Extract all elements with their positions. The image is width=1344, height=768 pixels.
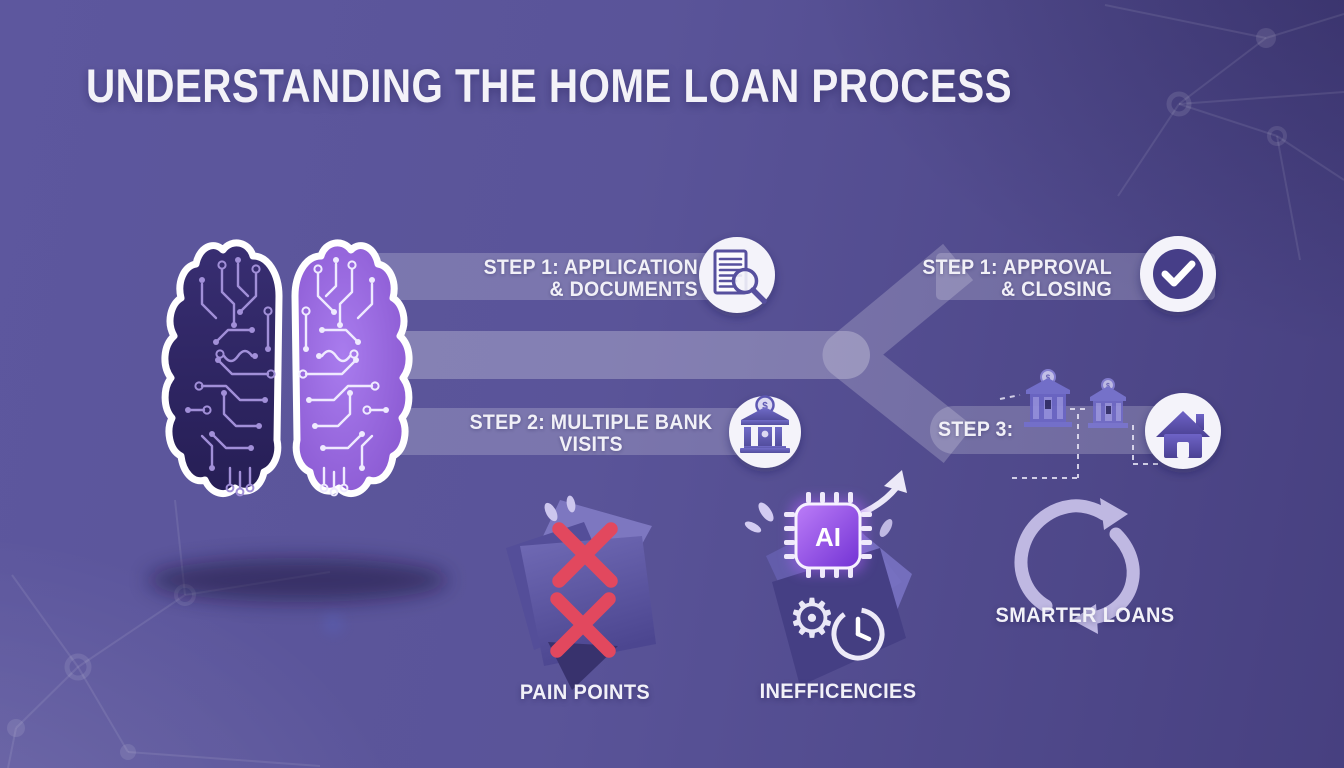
constellation-bottom-left — [7, 499, 331, 768]
smarter-loans-label: SMARTER LOANS — [995, 604, 1175, 627]
coin-symbol: $ — [762, 401, 768, 412]
cycle-arrows-icon — [1014, 498, 1140, 634]
constellation-top-right — [1104, 4, 1344, 261]
clock-icon — [831, 607, 885, 661]
step1-left-label: STEP 1: APPLICATION & DOCUMENTS — [419, 257, 698, 301]
step1-left-line2: & DOCUMENTS — [549, 278, 698, 301]
crossed-papers-icon — [506, 495, 656, 690]
inefficiencies-label: INEFFICENCIES — [759, 680, 917, 703]
fork-connector — [822, 243, 974, 464]
red-x-icon — [550, 522, 618, 658]
step2-left-line1: STEP 2: MULTIPLE BANK — [469, 411, 713, 434]
ai-chip-label: AI — [815, 522, 841, 552]
home-icon — [1145, 393, 1221, 469]
circuit-brain-icon — [165, 243, 409, 496]
ai-chip-icon: AI ⚙ — [744, 470, 912, 686]
mini-banks-illustration: $ $ — [999, 369, 1158, 479]
bank-icon: $ — [729, 395, 801, 468]
brain-shadow — [148, 558, 448, 634]
page-title: UNDERSTANDING THE HOME LOAN PROCESS — [86, 59, 1013, 112]
document-search-icon — [699, 237, 775, 313]
step3-right-label: STEP 3: — [938, 418, 1014, 441]
step1-left-line1: STEP 1: APPLICATION — [483, 256, 698, 279]
step2-left-label: STEP 2: MULTIPLE BANK VISITS — [451, 412, 732, 456]
step1-right-label: STEP 1: APPROVAL & CLOSING — [850, 257, 1112, 301]
step1-right-line1: STEP 1: APPROVAL — [922, 256, 1112, 279]
check-circle-icon — [1140, 236, 1216, 312]
step1-right-line2: & CLOSING — [1000, 278, 1112, 301]
coin-symbol: $ — [1046, 374, 1051, 383]
gear-icon: ⚙ — [788, 587, 836, 650]
pain-points-label: PAIN POINTS — [519, 681, 651, 704]
flow-bars — [340, 253, 1215, 455]
step2-left-line2: VISITS — [559, 433, 623, 456]
